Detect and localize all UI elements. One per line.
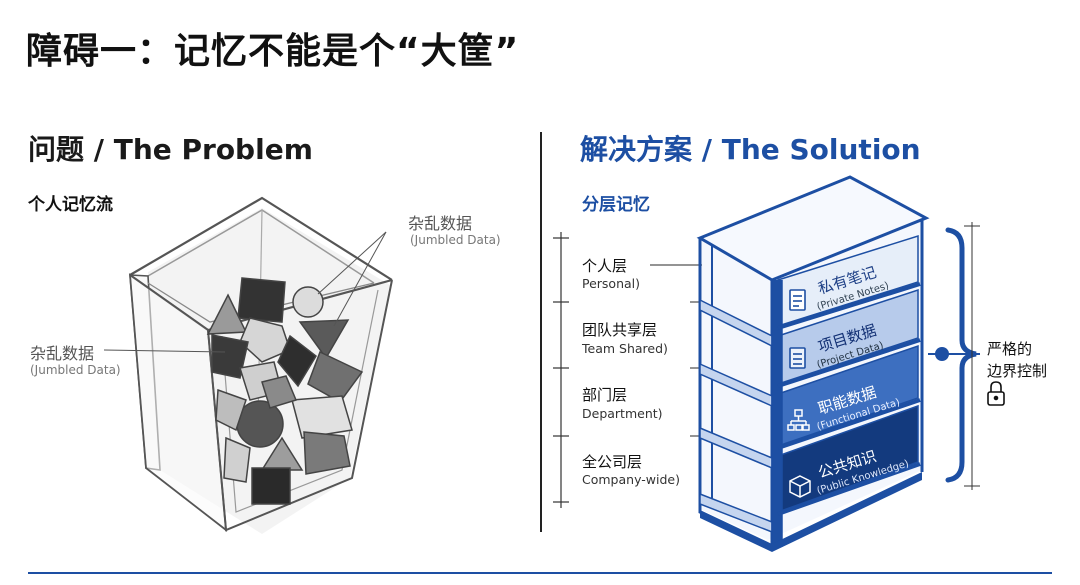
layer-personal-sublabel: Personal): [582, 276, 641, 291]
problem-heading: 问题 / The Problem: [28, 133, 313, 166]
bottom-rule: [28, 572, 1052, 574]
layer-personal-label: 个人层: [582, 257, 628, 275]
jumbled-data-label-top: 杂乱数据: [408, 214, 473, 233]
section-divider: [540, 132, 542, 532]
jumbled-data-sublabel-left: (Jumbled Data): [30, 363, 121, 377]
boundary-control-line1: 严格的: [987, 340, 1033, 358]
solution-heading: 解决方案 / The Solution: [580, 133, 921, 166]
layer-department-sublabel: Department): [582, 406, 663, 421]
solution-subheading: 分层记忆: [582, 195, 650, 215]
lock-icon: [987, 381, 1005, 406]
page-title: 障碍一：记忆不能是个“大筐”: [26, 31, 520, 72]
layer-department-label: 部门层: [582, 386, 628, 404]
jumbled-data-label-left: 杂乱数据: [30, 344, 95, 363]
document-icon: [789, 289, 806, 311]
layer-team-label: 团队共享层: [582, 321, 658, 339]
boundary-control-line2: 边界控制: [987, 362, 1048, 380]
jumbled-data-sublabel-top: (Jumbled Data): [410, 233, 501, 247]
cube-icon: [789, 475, 811, 498]
boundary-bracket: [928, 222, 980, 490]
layer-company-sublabel: Company-wide): [582, 472, 680, 487]
problem-subheading: 个人记忆流: [28, 195, 113, 215]
layer-team-sublabel: Team Shared): [582, 341, 668, 356]
jumbled-shapes: [206, 277, 364, 505]
org-chart-icon: [787, 409, 810, 431]
shelf-illustration: [696, 175, 930, 552]
annotation-leaders: [103, 231, 387, 353]
list-document-icon: [789, 347, 806, 369]
layer-company-label: 全公司层: [582, 453, 643, 471]
